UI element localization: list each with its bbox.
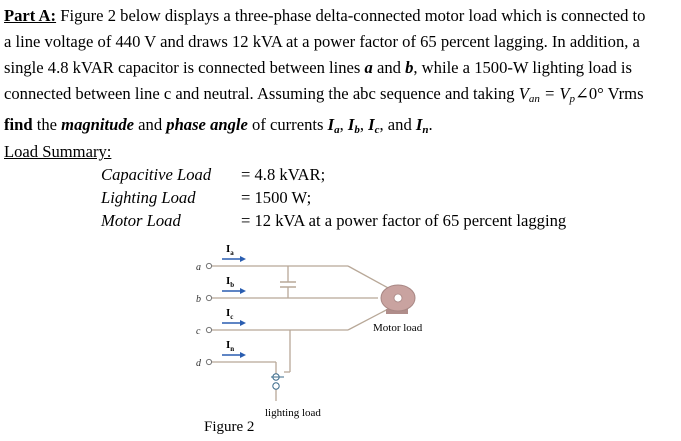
node-label-b: b [196,294,201,305]
terminals [205,262,213,366]
voltage-reference: Van = Vp [518,84,575,105]
lighting-load-label: lighting load [265,407,321,419]
wires [209,265,391,401]
problem-line-3: single 4.8 kVAR capacitor is connected b… [4,58,632,77]
terminal-c [205,326,213,334]
node-label-d: d [196,358,202,369]
lighting-load-icon [271,373,284,390]
motor-load-label: Motor load [373,322,423,334]
figure-caption: Figure 2 [204,419,255,435]
problem-line-5: find the magnitude and phase angle of cu… [4,115,433,136]
problem-line-2: a line voltage of 440 V and draws 12 kVA… [4,32,640,51]
part-label: Part A: [4,6,57,25]
load-summary-title: Load Summary: [4,142,112,161]
summary-value-lighting: = 1500 W; [241,188,312,207]
node-label-a: a [196,262,201,273]
node-label-c: c [196,326,201,337]
current-label-c: Ic [226,307,233,321]
capacitor-symbol [280,281,296,288]
summary-label-capacitive: Capacitive Load [101,165,212,184]
problem-line-1: Part A: Figure 2 below displays a three-… [4,6,646,25]
summary-label-lighting: Lighting Load [101,188,196,207]
summary-label-motor: Motor Load [101,211,181,230]
current-label-n: In [226,339,234,353]
terminal-b [205,294,213,302]
problem-statement: Part A: Figure 2 below displays a three-… [4,3,676,143]
current-label-b: Ib [226,275,234,289]
summary-value-motor: = 12 kVA at a power factor of 65 percent… [241,211,567,230]
terminal-d [205,358,213,366]
summary-value-capacitive: = 4.8 kVAR; [241,165,326,184]
motor-icon [380,284,416,314]
terminal-a [205,262,213,270]
problem-line-4: connected between line c and neutral. As… [4,84,644,105]
current-label-a: Ia [226,243,234,257]
current-arrows [222,256,246,358]
